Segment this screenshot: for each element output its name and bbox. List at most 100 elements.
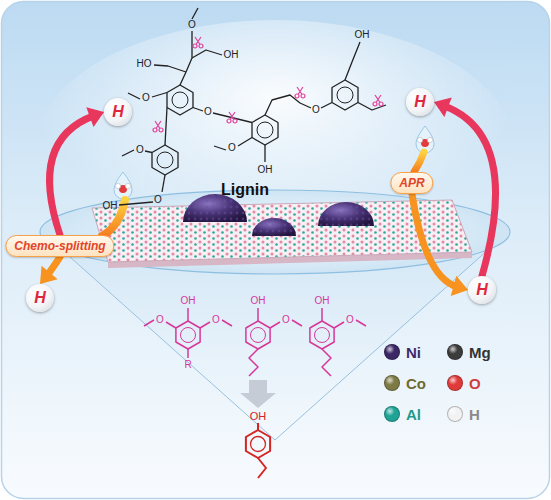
lignin-structure xyxy=(265,95,311,115)
lignin-structure xyxy=(214,146,226,150)
legend-swatch xyxy=(447,375,463,391)
atom-label: O xyxy=(228,143,236,153)
atom-label: OH xyxy=(251,296,266,306)
legend-entry: Mg xyxy=(447,344,491,360)
monomer-structure xyxy=(334,322,344,328)
legend-label: Al xyxy=(406,407,421,422)
legend-entry: H xyxy=(447,406,480,422)
atom-label: OH xyxy=(181,296,196,306)
legend-label: Co xyxy=(406,376,426,391)
legend-label: O xyxy=(469,376,481,391)
flow-arrow xyxy=(412,194,468,296)
monomer-structure xyxy=(144,308,366,376)
scissors-mark xyxy=(195,37,201,45)
scissors-mark xyxy=(227,112,237,123)
lignin-structure xyxy=(122,150,134,156)
legend-swatch xyxy=(384,375,400,391)
lignin-structure xyxy=(213,113,252,123)
product-structure xyxy=(251,437,266,452)
lignin-structure xyxy=(172,92,188,108)
monomer-structure xyxy=(270,322,280,328)
monomer-structure xyxy=(181,328,196,343)
atom-label: R xyxy=(184,360,191,370)
lignin-structure xyxy=(180,31,192,85)
monomer-structure xyxy=(187,308,189,321)
atom-label: O xyxy=(312,105,320,115)
scissors-mark xyxy=(373,95,383,106)
nickel-particle xyxy=(183,194,374,236)
hydrogen-circle: H xyxy=(468,276,496,304)
lignin-structure xyxy=(238,138,252,147)
atom-label: OH xyxy=(315,296,330,306)
monomer-structure xyxy=(356,320,366,326)
monomer-structure xyxy=(251,328,266,343)
lignin-structure xyxy=(192,50,222,58)
lignin-structure xyxy=(152,145,178,175)
funnel xyxy=(40,190,510,440)
product-structure xyxy=(258,458,266,478)
atom-label: OH xyxy=(258,165,273,175)
legend-entry: Al xyxy=(384,406,421,422)
scissors-mark xyxy=(193,37,203,48)
lignin-structure xyxy=(119,8,386,205)
atom-label: O xyxy=(212,315,220,325)
scissors-mark xyxy=(229,112,235,120)
flow-arrow-head xyxy=(434,97,452,117)
monomer-structure xyxy=(166,322,176,328)
scissors-mark xyxy=(297,87,303,95)
atom-label: O xyxy=(156,315,164,325)
conversion-arrow xyxy=(240,380,276,408)
flow-arrow-shaft xyxy=(412,194,458,287)
water-droplet xyxy=(114,126,434,199)
legend-label: Mg xyxy=(469,345,491,360)
nickel-particle xyxy=(318,202,374,226)
flow-arrow-head xyxy=(40,266,58,284)
funnel xyxy=(42,232,508,440)
atom-label: OH xyxy=(224,50,239,60)
scissors-mark xyxy=(155,121,161,129)
monomer-structure xyxy=(322,349,331,376)
flow-arrow-head xyxy=(86,107,104,127)
atom-label: O xyxy=(142,93,150,103)
structure-title: Lignin xyxy=(221,182,269,198)
water-droplet xyxy=(114,172,132,199)
legend-swatch xyxy=(384,344,400,360)
atom-label: O xyxy=(154,195,162,205)
process-pill: APR xyxy=(390,172,433,194)
atom-label: O xyxy=(188,20,196,30)
lignin-structure xyxy=(252,115,278,145)
atom-symbol: H xyxy=(112,104,124,120)
atom-label: HO xyxy=(137,59,152,69)
conversion-arrow xyxy=(240,380,276,408)
atom-label: O xyxy=(136,145,144,155)
water-droplet xyxy=(125,183,130,188)
flow-arrow-shaft xyxy=(444,106,496,276)
legend-entry: Ni xyxy=(384,344,421,360)
nickel-particle xyxy=(183,194,247,222)
lignin-structure xyxy=(145,151,152,153)
hydrogen-circle: H xyxy=(104,98,132,126)
monomer-structure xyxy=(292,320,302,326)
nickel-particle xyxy=(252,218,296,236)
legend-label: H xyxy=(469,407,480,422)
lignin-structure xyxy=(119,202,153,205)
scissors-mark xyxy=(153,121,163,132)
atom-label: O xyxy=(282,315,290,325)
lignin-structure xyxy=(345,42,360,80)
product-structure xyxy=(246,430,270,458)
legend-entry: Co xyxy=(384,375,426,391)
monomer-structure xyxy=(246,321,270,349)
nickel-particle xyxy=(183,194,247,222)
lignin-structure xyxy=(321,103,332,109)
lignin-structure xyxy=(193,108,203,112)
legend-entry: O xyxy=(447,375,481,391)
lignin-structure xyxy=(337,87,353,103)
lignin-structure xyxy=(192,8,198,19)
process-label: Chemo-splitting xyxy=(14,240,105,252)
lignin-structure xyxy=(157,152,173,168)
lignin-structure xyxy=(154,65,186,72)
atom-label: OH xyxy=(103,201,118,211)
